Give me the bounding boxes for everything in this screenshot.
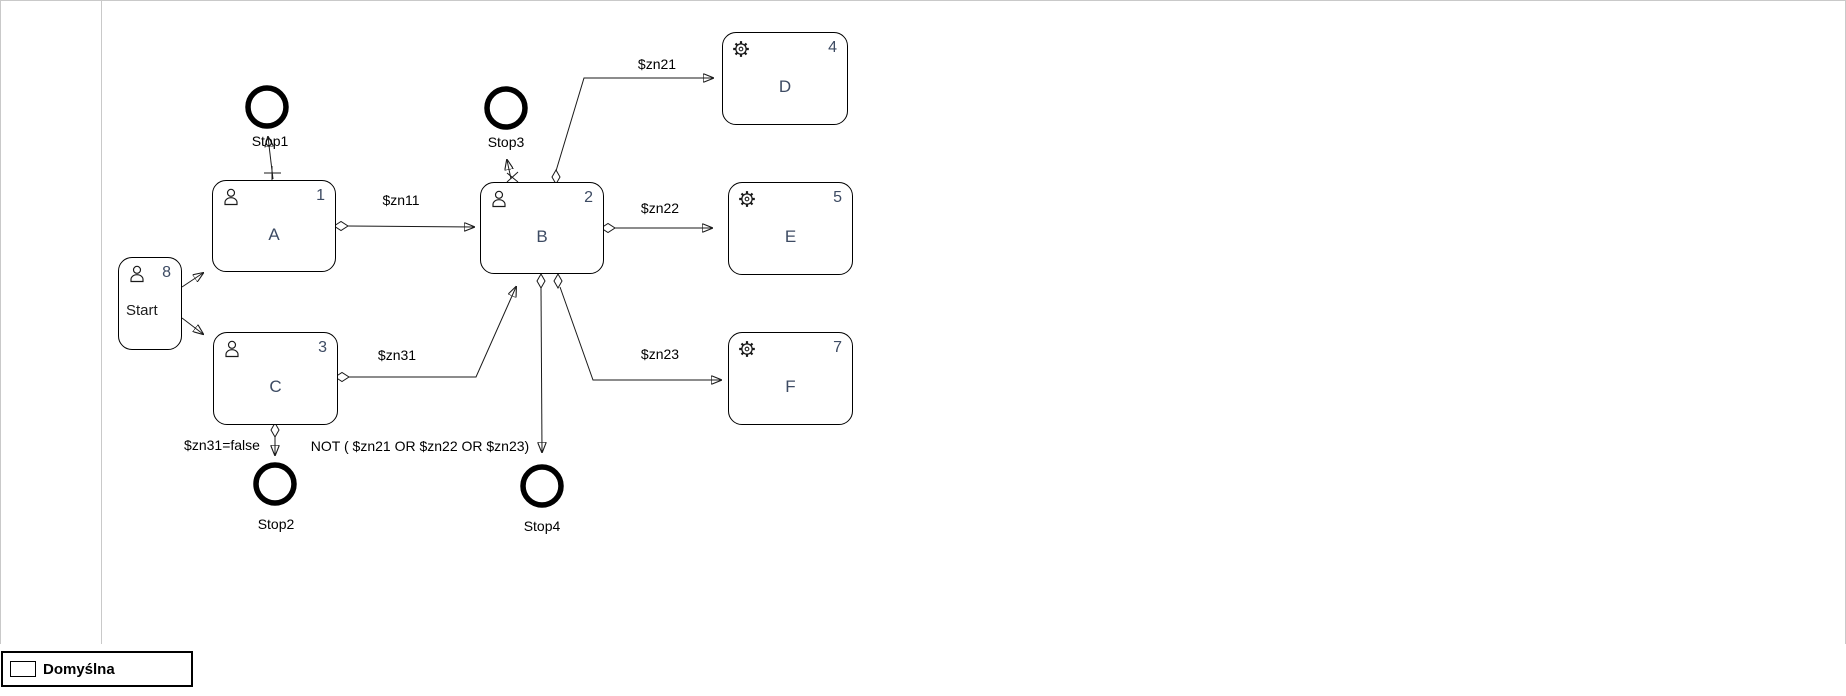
node-label: C bbox=[269, 377, 282, 396]
person-icon bbox=[221, 187, 241, 207]
canvas-left-divider bbox=[101, 1, 102, 644]
edge-b-stop3-tick2 bbox=[506, 171, 519, 183]
stop4-label: Stop4 bbox=[523, 518, 561, 534]
tab-label: Domyślna bbox=[43, 660, 115, 678]
end-event-stop2[interactable] bbox=[253, 462, 297, 506]
edge-zn11-diamond bbox=[333, 220, 349, 232]
edge-label-zn11: $zn11 bbox=[382, 192, 420, 208]
edge-label-zn31: $zn31 bbox=[377, 347, 417, 363]
end-event-stop4[interactable] bbox=[520, 464, 564, 508]
node-c[interactable]: 3 C bbox=[213, 332, 338, 425]
edge-zn31-diamond bbox=[334, 371, 350, 383]
node-label: F bbox=[785, 377, 796, 396]
end-event-stop1[interactable] bbox=[245, 85, 289, 129]
node-label: D bbox=[778, 77, 792, 96]
node-number: 7 bbox=[833, 339, 842, 356]
edge-label-zn22: $zn22 bbox=[640, 200, 680, 216]
stop2-label: Stop2 bbox=[257, 516, 295, 532]
edge-label-zn23: $zn23 bbox=[640, 346, 680, 362]
node-number: 2 bbox=[584, 189, 593, 206]
person-icon bbox=[127, 264, 147, 284]
edge-zn22-diamond bbox=[600, 222, 616, 234]
gear-icon bbox=[737, 339, 757, 359]
edge-b-stop4-diamond bbox=[536, 272, 546, 290]
tab-domyslna[interactable]: Domyślna bbox=[1, 651, 193, 687]
node-f[interactable]: 7 F bbox=[728, 332, 853, 425]
edge-zn21[interactable] bbox=[555, 78, 713, 172]
stop3-label: Stop3 bbox=[487, 134, 525, 150]
stop1-label: Stop1 bbox=[251, 133, 289, 149]
gear-icon bbox=[737, 189, 757, 209]
gear-icon bbox=[731, 39, 751, 59]
person-icon bbox=[489, 189, 509, 209]
node-number: 1 bbox=[316, 187, 325, 204]
edge-label-not-expr: NOT ( $zn21 OR $zn22 OR $zn23) bbox=[310, 438, 530, 454]
node-start[interactable]: 8 Start bbox=[118, 257, 182, 350]
node-e[interactable]: 5 E bbox=[728, 182, 853, 275]
end-event-stop3[interactable] bbox=[484, 86, 528, 130]
node-d[interactable]: 4 D bbox=[722, 32, 848, 125]
node-number: 4 bbox=[828, 39, 837, 56]
node-label: A bbox=[268, 225, 280, 244]
node-a[interactable]: 1 A bbox=[212, 180, 336, 272]
edge-start-c[interactable] bbox=[181, 317, 203, 334]
edge-label-zn31-false: $zn31=false bbox=[184, 437, 260, 453]
person-icon bbox=[222, 339, 242, 359]
edge-zn23[interactable] bbox=[559, 286, 721, 380]
edge-start-a[interactable] bbox=[181, 273, 203, 288]
node-number: 3 bbox=[318, 339, 327, 356]
node-label: B bbox=[536, 227, 548, 246]
edge-zn31[interactable] bbox=[349, 287, 516, 378]
edge-zn23-diamond bbox=[553, 272, 563, 290]
node-number: 5 bbox=[833, 189, 842, 206]
diagram-sheet-icon bbox=[10, 661, 36, 677]
diagram-canvas[interactable] bbox=[0, 0, 1846, 645]
node-number: 8 bbox=[162, 264, 171, 281]
node-b[interactable]: 2 B bbox=[480, 182, 604, 274]
tab-strip: Domyślna bbox=[0, 644, 1846, 696]
edge-zn11[interactable] bbox=[346, 226, 474, 227]
edge-label-zn21: $zn21 bbox=[637, 56, 677, 72]
edge-b-stop4[interactable] bbox=[541, 287, 542, 452]
node-label: Start bbox=[126, 302, 158, 319]
node-label: E bbox=[784, 227, 797, 246]
edge-c-stop2-diamond bbox=[270, 421, 280, 439]
